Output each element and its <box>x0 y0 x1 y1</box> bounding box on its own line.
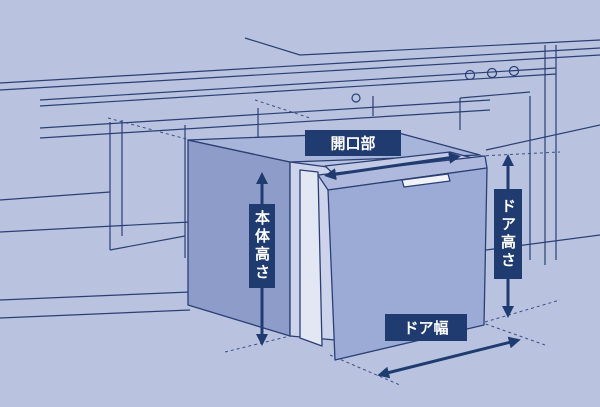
control-buttons <box>351 65 520 103</box>
door-height-label: ドア高さ <box>494 189 522 279</box>
door-width-label-text: ドア幅 <box>403 319 448 337</box>
opening-label: 開口部 <box>305 130 401 156</box>
body-height-label-text: 本体高さ <box>253 209 271 282</box>
opening-label-text: 開口部 <box>330 135 375 153</box>
knob-icon <box>351 93 361 103</box>
kitchen-cabinet-lines <box>0 37 600 319</box>
button-one-icon <box>464 69 476 81</box>
door-width-arrow <box>377 336 521 379</box>
inner-frame <box>299 169 323 347</box>
opening-arrow <box>324 151 461 181</box>
door-width-label: ドア幅 <box>385 314 467 341</box>
button-two-icon <box>486 67 498 79</box>
button-three-icon <box>508 65 520 77</box>
door-height-label-text: ドア高さ <box>499 198 517 270</box>
body-height-label: 本体高さ <box>249 204 275 288</box>
